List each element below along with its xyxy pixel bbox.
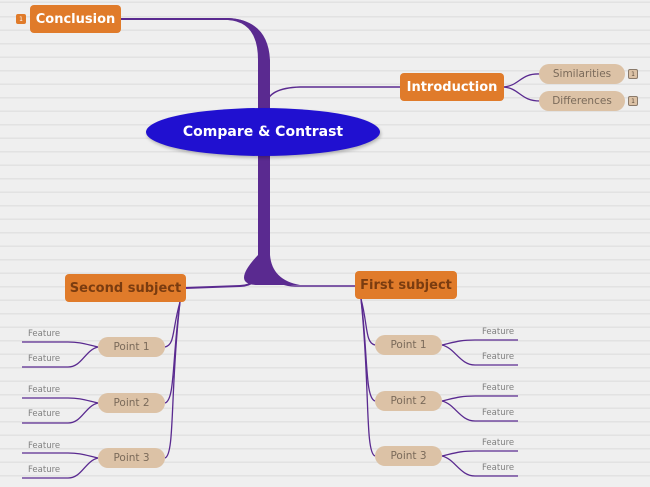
similarities-note-badge[interactable]: 1 — [628, 69, 638, 79]
link-f-p3-f1 — [441, 450, 518, 457]
topic-conclusion[interactable]: Conclusion — [30, 5, 121, 33]
link-s-p3-f2 — [22, 457, 99, 479]
second-p3-feature-2[interactable]: Feature — [28, 465, 61, 475]
second-point-3[interactable]: Point 3 — [98, 448, 165, 468]
point-label: Point 3 — [113, 452, 150, 464]
link-f-p3-f2 — [441, 455, 518, 477]
link-second-point1 — [164, 301, 181, 348]
subtopic-differences[interactable]: Differences — [539, 91, 625, 111]
point-label: Point 1 — [113, 341, 150, 353]
topic-second-subject[interactable]: Second subject — [65, 274, 186, 302]
first-point-3[interactable]: Point 3 — [375, 446, 442, 466]
first-p1-feature-2[interactable]: Feature — [482, 352, 515, 362]
central-topic[interactable]: Compare & Contrast — [146, 108, 380, 156]
second-p3-feature-1[interactable]: Feature — [28, 441, 61, 451]
topic-first-subject[interactable]: First subject — [355, 271, 457, 299]
subtopic-similarities[interactable]: Similarities — [539, 64, 625, 84]
link-s-p1-f2 — [22, 346, 99, 368]
badge-count: 1 — [631, 70, 635, 78]
link-first-point1 — [360, 298, 376, 346]
badge-count: 1 — [631, 97, 635, 105]
first-point-1[interactable]: Point 1 — [375, 335, 442, 355]
point-label: Point 3 — [390, 450, 427, 462]
link-differences — [502, 86, 541, 102]
second-p2-feature-1[interactable]: Feature — [28, 385, 61, 395]
central-topic-label: Compare & Contrast — [182, 124, 344, 140]
first-p2-feature-1[interactable]: Feature — [482, 383, 515, 393]
link-first-point3 — [360, 298, 376, 457]
link-similarities — [502, 73, 541, 88]
second-point-1[interactable]: Point 1 — [98, 337, 165, 357]
topic-label: Second subject — [69, 280, 182, 296]
link-f-p1-f2 — [441, 344, 518, 366]
conclusion-note-badge[interactable]: 1 — [16, 14, 26, 24]
topic-label: Introduction — [406, 79, 498, 95]
topic-introduction[interactable]: Introduction — [400, 73, 504, 101]
second-point-2[interactable]: Point 2 — [98, 393, 165, 413]
link-s-p3-f1 — [22, 452, 99, 459]
link-f-p2-f2 — [441, 400, 518, 422]
second-p2-feature-2[interactable]: Feature — [28, 409, 61, 419]
topic-label: First subject — [360, 277, 452, 293]
point-label: Point 2 — [390, 395, 427, 407]
first-point-2[interactable]: Point 2 — [375, 391, 442, 411]
second-p1-feature-2[interactable]: Feature — [28, 354, 61, 364]
link-s-p1-f1 — [22, 341, 99, 348]
subtopic-label: Similarities — [552, 68, 612, 80]
point-label: Point 1 — [390, 339, 427, 351]
first-p3-feature-2[interactable]: Feature — [482, 463, 515, 473]
topic-label: Conclusion — [35, 11, 116, 27]
link-s-p2-f2 — [22, 402, 99, 424]
subtopic-label: Differences — [552, 95, 612, 107]
second-p1-feature-1[interactable]: Feature — [28, 329, 61, 339]
differences-note-badge[interactable]: 1 — [628, 96, 638, 106]
link-f-p1-f1 — [441, 339, 518, 346]
point-label: Point 2 — [113, 397, 150, 409]
intro-branch — [265, 86, 400, 106]
link-second-point2 — [164, 301, 181, 404]
link-second-point3 — [164, 301, 181, 459]
link-f-p2-f1 — [441, 395, 518, 402]
badge-count: 1 — [19, 15, 23, 23]
first-p3-feature-1[interactable]: Feature — [482, 438, 515, 448]
first-p2-feature-2[interactable]: Feature — [482, 408, 515, 418]
first-p1-feature-1[interactable]: Feature — [482, 327, 515, 337]
link-s-p2-f1 — [22, 397, 99, 404]
